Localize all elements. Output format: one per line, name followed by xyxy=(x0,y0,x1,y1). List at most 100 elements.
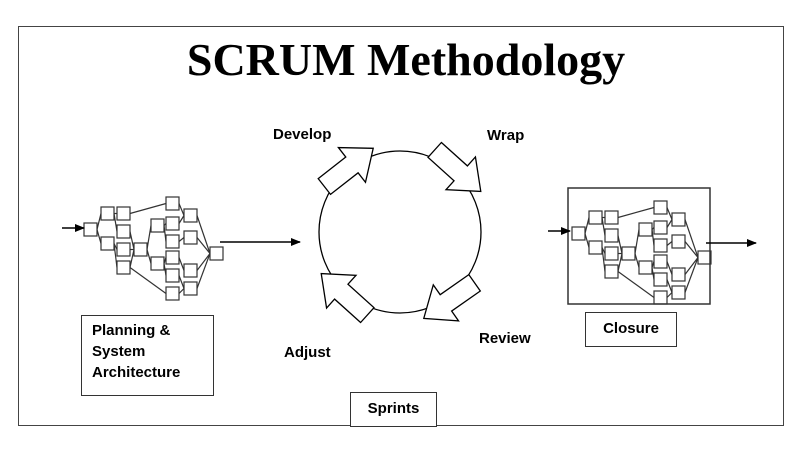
network-node xyxy=(150,218,165,233)
network-edge xyxy=(666,241,673,246)
closure-label: Closure xyxy=(603,320,659,337)
network-node xyxy=(653,220,668,235)
network-node xyxy=(604,210,619,225)
review-arrow xyxy=(422,273,482,322)
network-node xyxy=(653,238,668,253)
stage-label-review: Review xyxy=(479,330,531,347)
closure-network-frame xyxy=(567,187,711,305)
network-node xyxy=(588,240,603,255)
network-edge xyxy=(178,257,185,271)
stage-label-adjust: Adjust xyxy=(284,344,331,361)
network-node xyxy=(653,254,668,269)
network-node xyxy=(604,228,619,243)
network-edge xyxy=(178,215,185,224)
network-node xyxy=(165,234,180,249)
network-edge xyxy=(146,225,152,250)
sprint-cycle-circle xyxy=(318,150,482,314)
sprints-caption: Sprints xyxy=(367,400,420,417)
adjust-arrow xyxy=(320,272,375,324)
network-edge xyxy=(196,237,211,254)
closure-phase-box: Closure xyxy=(585,312,677,347)
network-node xyxy=(165,196,180,211)
network-node xyxy=(165,250,180,265)
network-node xyxy=(133,242,148,257)
network-edge xyxy=(666,292,673,298)
network-node xyxy=(100,206,115,221)
network-edge xyxy=(617,271,655,298)
network-edge xyxy=(617,253,623,272)
network-edge xyxy=(617,235,623,254)
network-node xyxy=(621,246,636,261)
network-edge xyxy=(666,219,673,228)
network-node xyxy=(671,267,686,282)
network-edge xyxy=(129,231,135,250)
planning-phase-box: Planning & System Architecture xyxy=(81,315,214,396)
network-edge xyxy=(178,203,185,216)
closure-network xyxy=(571,200,712,305)
network-node xyxy=(100,236,115,251)
network-node xyxy=(604,246,619,261)
network-edge xyxy=(634,253,640,268)
network-edge xyxy=(96,229,102,244)
network-edge xyxy=(684,257,699,293)
stage-label-wrap: Wrap xyxy=(487,127,525,144)
network-node xyxy=(183,281,198,296)
network-node xyxy=(165,216,180,231)
network-edge xyxy=(584,217,590,234)
network-edge xyxy=(666,279,673,293)
network-edge xyxy=(617,206,655,219)
planning-network xyxy=(83,196,224,301)
planning-line-3: Architecture xyxy=(92,364,181,381)
stage-label-develop: Develop xyxy=(273,126,332,143)
network-edge xyxy=(96,213,102,230)
network-node xyxy=(653,290,668,305)
planning-line-2: System xyxy=(92,343,146,360)
network-node xyxy=(83,222,98,237)
network-edge xyxy=(196,253,211,289)
network-node xyxy=(116,242,131,257)
wrap-arrow xyxy=(427,141,482,193)
network-node xyxy=(165,286,180,301)
network-node xyxy=(588,210,603,225)
slide-title: SCRUM Methodology xyxy=(186,34,626,85)
network-node xyxy=(150,256,165,271)
network-edge xyxy=(684,241,699,258)
network-node xyxy=(116,206,131,221)
network-edge xyxy=(196,253,211,271)
sprints-caption-box: Sprints xyxy=(350,392,437,427)
network-node xyxy=(165,268,180,283)
network-edge xyxy=(634,229,640,254)
network-node xyxy=(116,260,131,275)
network-edge xyxy=(666,261,673,275)
network-node xyxy=(116,224,131,239)
network-edge xyxy=(178,275,185,289)
network-edge xyxy=(178,237,185,242)
network-node xyxy=(653,272,668,287)
network-edge xyxy=(196,215,211,254)
network-node xyxy=(671,234,686,249)
network-edge xyxy=(146,249,152,264)
network-node xyxy=(183,208,198,223)
network-edge xyxy=(684,219,699,258)
network-node xyxy=(638,222,653,237)
network-node xyxy=(183,263,198,278)
network-edge xyxy=(129,249,135,268)
network-node xyxy=(697,250,712,265)
network-node xyxy=(571,226,586,241)
network-edge xyxy=(129,267,167,294)
network-edge xyxy=(129,202,167,215)
network-edge xyxy=(666,207,673,220)
network-node xyxy=(671,285,686,300)
network-node xyxy=(638,260,653,275)
planning-line-1: Planning & xyxy=(92,322,171,339)
network-edge xyxy=(178,288,185,294)
network-node xyxy=(671,212,686,227)
network-node xyxy=(183,230,198,245)
network-node xyxy=(209,246,224,261)
network-node xyxy=(653,200,668,215)
network-edge xyxy=(684,257,699,275)
develop-arrow xyxy=(317,146,375,196)
network-node xyxy=(604,264,619,279)
